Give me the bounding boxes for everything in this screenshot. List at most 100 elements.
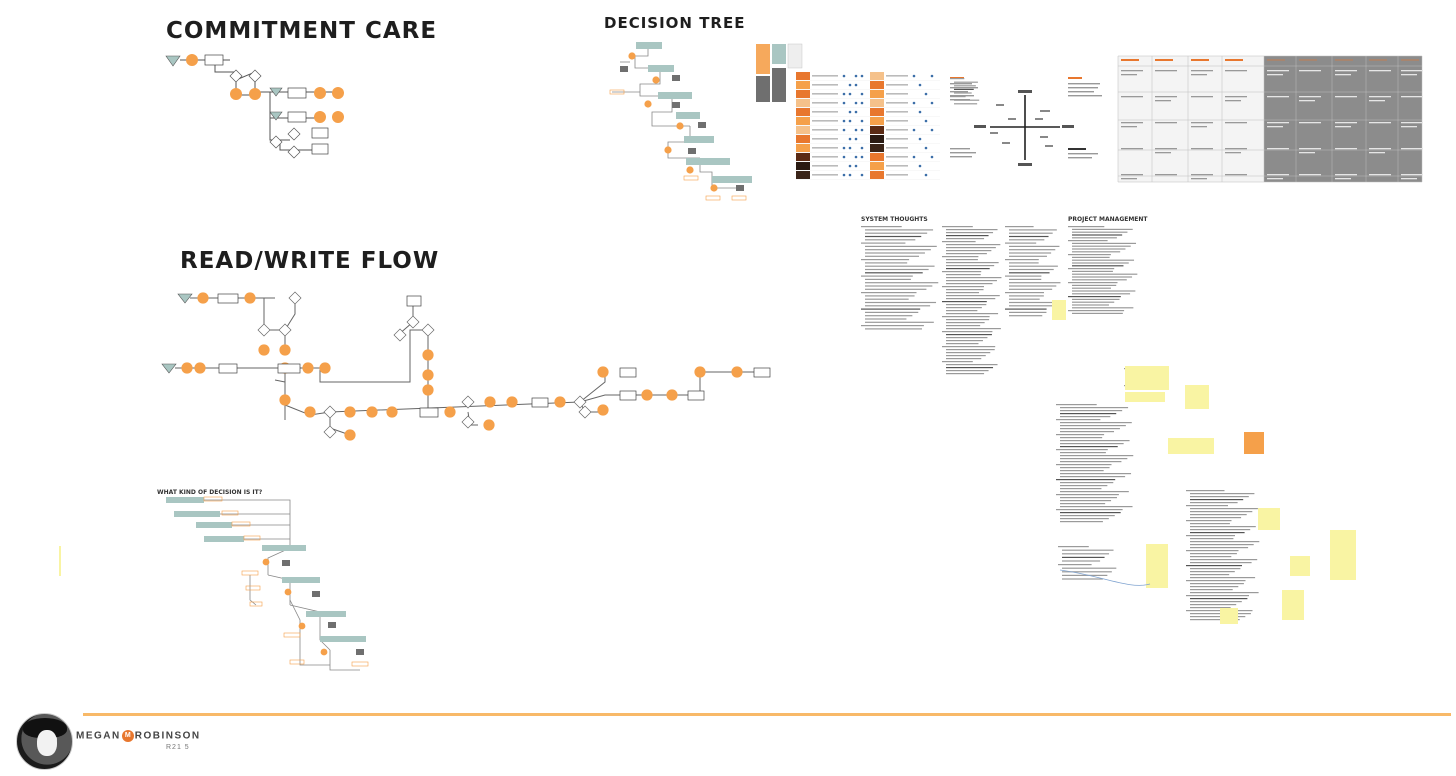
matrix-row-text (812, 111, 838, 113)
matrix-row-label (870, 117, 884, 125)
grid-cell-text (1401, 96, 1423, 97)
text-line (1190, 532, 1245, 533)
matrix-row-label (796, 126, 810, 134)
text-line (1060, 446, 1118, 447)
matrix-row-text (886, 165, 908, 167)
text-line (954, 85, 976, 86)
matrix-row-label (796, 90, 810, 98)
grid-cell-text (1121, 174, 1143, 175)
matrix-row-label (796, 72, 810, 80)
text-line (946, 319, 989, 320)
text-line (1062, 557, 1105, 558)
grid-cell-text (1401, 126, 1417, 127)
matrix-dot (861, 120, 864, 123)
text-line (1190, 568, 1240, 569)
rw-decision (324, 406, 336, 418)
text-line (954, 82, 978, 83)
text-line (1009, 256, 1047, 257)
text-line (946, 358, 981, 359)
matrix-dot (925, 93, 928, 96)
dt-answer (628, 52, 635, 59)
text-line (865, 328, 922, 329)
matrix-row-text (812, 84, 838, 86)
text-line (1186, 550, 1239, 551)
text-line (1186, 520, 1232, 521)
matrix-row-label (796, 144, 810, 152)
text-line (942, 301, 987, 302)
text-line (1056, 449, 1108, 450)
matrix-row-label (870, 162, 884, 170)
rw-decision (394, 329, 406, 341)
text-line (1060, 515, 1115, 516)
rw-process (754, 368, 770, 377)
grid-cell-text (1191, 70, 1213, 71)
grid-cell-text (1369, 70, 1391, 71)
matrix-row-text (812, 147, 838, 149)
matrix-row-text (886, 147, 908, 149)
text-line (1005, 259, 1039, 260)
text-line (1072, 265, 1123, 266)
rw-decision (289, 292, 301, 304)
matrix-row-text (886, 156, 908, 158)
text-line (1005, 292, 1044, 293)
grid-cell-text (1121, 178, 1137, 179)
rw-decision (462, 416, 474, 428)
grid-cell-text (1155, 96, 1177, 97)
dt-dark-box (672, 102, 680, 108)
text-line (1009, 315, 1042, 316)
text-line (1060, 407, 1128, 408)
text-line (946, 247, 996, 248)
text-line (1072, 246, 1131, 247)
grid-cell-text (1335, 74, 1351, 75)
rw-decision (579, 406, 591, 418)
text-line (946, 295, 1000, 296)
text-line (1005, 276, 1041, 277)
matrix-dot (931, 102, 934, 105)
grid-cell-text (1121, 122, 1143, 123)
rw-node (279, 394, 290, 405)
grid-cell-text (1121, 148, 1143, 149)
text-line (1060, 470, 1104, 471)
text-line (954, 103, 977, 104)
rw-start-triangle (162, 364, 176, 373)
text-line (946, 298, 995, 299)
text-line (1060, 467, 1110, 468)
text-line (1072, 313, 1123, 314)
text-line (1072, 271, 1113, 272)
grid-cell-text (1401, 148, 1423, 149)
text-line (1068, 254, 1111, 255)
text-line (1072, 274, 1137, 275)
text-line (1068, 296, 1121, 297)
text-line (946, 367, 993, 368)
rw-decision (258, 324, 270, 336)
text-line (1060, 422, 1132, 423)
matrix-row-label (796, 99, 810, 107)
text-line (865, 272, 923, 273)
cc-decision (288, 128, 300, 140)
grid-header (1225, 59, 1243, 61)
text-line (950, 96, 966, 97)
text-line (865, 266, 935, 267)
board-canvas (0, 0, 1456, 710)
matrix-row-label (870, 99, 884, 107)
system-thoughts-title: SYSTEM THOUGHTS (861, 216, 928, 223)
text-line (865, 249, 931, 250)
matrix-dot (855, 156, 858, 159)
text-line (1186, 535, 1235, 536)
grid-cell-text (1299, 100, 1315, 101)
quadrant-chart (950, 77, 1102, 166)
matrix-row-label (796, 108, 810, 116)
matrix-dot (913, 156, 916, 159)
rw-process (407, 296, 421, 306)
feature-matrix (796, 72, 940, 180)
grid-cell-text (1225, 152, 1241, 153)
matrix-dot (919, 138, 922, 141)
grid-cell-text (1267, 148, 1289, 149)
text-line (1009, 299, 1040, 300)
matrix-dot (861, 147, 864, 150)
grid-cell-text (1121, 74, 1137, 75)
text-line (1060, 482, 1113, 483)
rw-node (731, 366, 742, 377)
text-line (1060, 461, 1121, 462)
rw-node (302, 362, 313, 373)
